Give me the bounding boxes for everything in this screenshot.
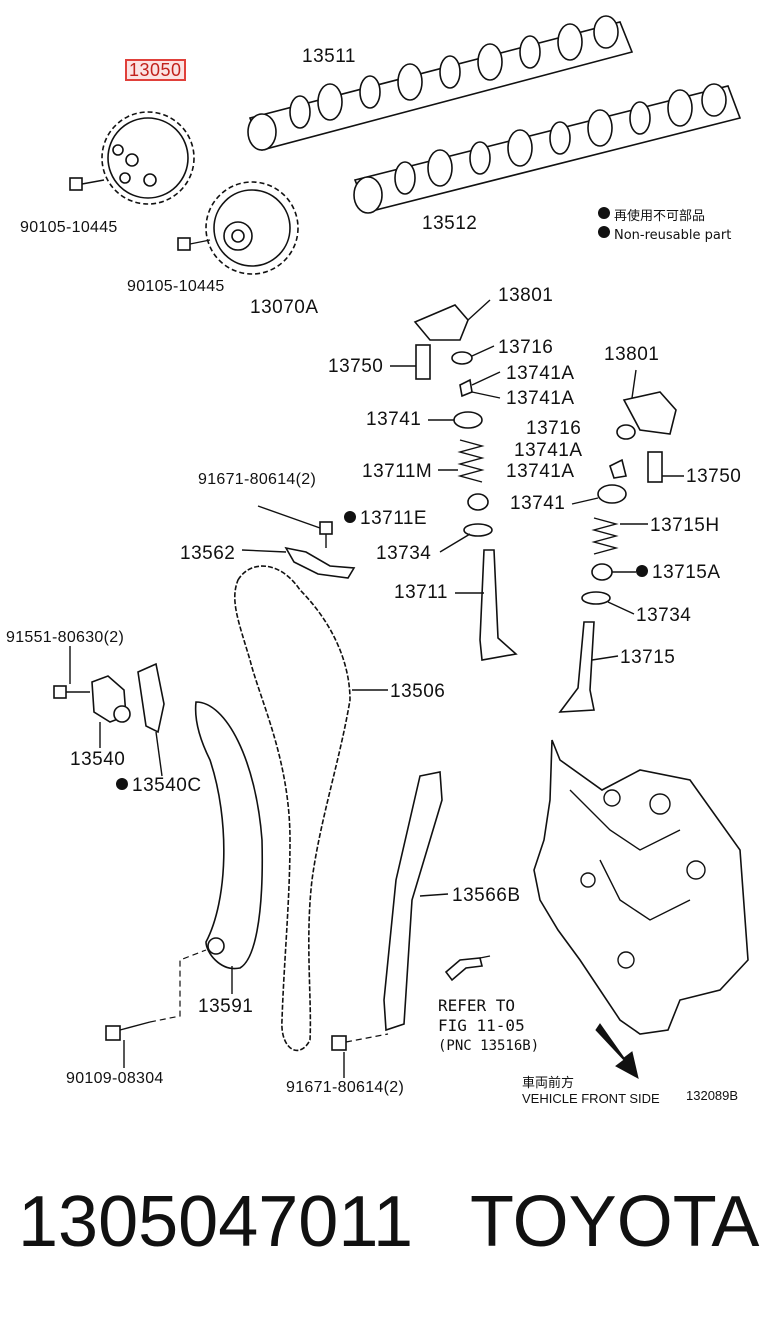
seal-13715a [591,563,636,581]
camshaft-13512 [353,83,742,214]
part-label-13734-b[interactable]: 13734 [636,605,692,626]
part-label-13801-a[interactable]: 13801 [498,285,554,306]
retainer-13741-a [428,411,483,429]
bolt-91671-a [257,505,333,548]
retainer-13741-b [571,484,627,505]
spring-13711m [438,439,485,483]
part-label-13711e[interactable]: 13711E [344,509,427,528]
bolt-90105-b [177,237,211,251]
shim-13716-a [451,345,495,365]
part-label-13716-a[interactable]: 13716 [498,337,554,358]
part-label-13750-b[interactable]: 13750 [686,466,742,487]
part-label-13741a-4[interactable]: 13741A [506,461,575,482]
part-label-13741-b[interactable]: 13741 [510,493,566,514]
non-reusable-dot-icon [636,565,648,577]
vehicle-front-arrow-icon [595,1023,639,1079]
part-label-13512[interactable]: 13512 [422,213,478,234]
part-label-13711[interactable]: 13711 [394,582,448,603]
part-label-13741a-1[interactable]: 13741A [506,363,575,384]
part-label-90105-b[interactable]: 90105-10445 [127,278,225,295]
part-label-90109[interactable]: 90109-08304 [66,1070,164,1087]
part-label-13562[interactable]: 13562 [180,543,236,564]
camshaft-13511 [247,15,634,151]
bolt-91551 [53,646,90,699]
chain-slipper-13591 [194,701,264,994]
footer-brand: TOYOTA [470,1182,760,1262]
timing-chain-13506 [233,565,388,1052]
non-reusable-dot-icon [116,778,128,790]
chain-guide-13566b [383,771,449,1032]
valve-13715 [558,621,619,713]
cam-timing-gear-13070a [205,181,299,275]
legend-en: Non-reusable part [598,226,731,243]
part-label-13540c[interactable]: 13540C [116,776,202,795]
part-label-13591[interactable]: 13591 [198,996,254,1017]
refer-note: REFER TO FIG 11-05 (PNC 13516B) [438,996,539,1056]
part-label-13070a[interactable]: 13070A [250,297,319,318]
seat-13734-a [439,523,493,553]
non-reusable-dot-icon [598,226,610,238]
refer-line-2: FIG 11-05 [438,1016,525,1035]
part-label-13750-a[interactable]: 13750 [328,356,384,377]
refer-line-3: (PNC 13516B) [438,1038,540,1054]
part-label-13716-b[interactable]: 13716 [526,418,582,439]
part-label-13506[interactable]: 13506 [390,681,446,702]
bolt-91671-b [331,1033,389,1078]
part-label-13715a[interactable]: 13715A [636,563,721,582]
part-label-13715[interactable]: 13715 [620,647,676,668]
vehicle-front-en: VEHICLE FRONT SIDE [522,1091,660,1106]
seat-13734-b [581,591,635,615]
bolt-90109 [105,949,207,1068]
footer-part-number: 1305047011 [18,1182,414,1262]
keeper-13741a-b [609,458,627,479]
cam-timing-gear-13050 [101,111,195,205]
part-label-91551[interactable]: 91551-80630(2) [6,629,125,646]
spring-13715h [591,517,648,555]
seal-13711e [467,493,489,511]
shim-13716-b [616,424,636,440]
part-label-91671-b[interactable]: 91671-80614(2) [286,1079,405,1096]
part-label-13540[interactable]: 13540 [70,749,126,770]
part-label-13711m[interactable]: 13711M [362,461,433,482]
valve-13711 [455,549,518,661]
non-reusable-dot-icon [598,207,610,219]
rocker-arm-13801-b [622,369,677,435]
vehicle-front-jp: 車両前方 [522,1075,575,1090]
part-label-91671-a[interactable]: 91671-80614(2) [198,471,317,488]
keeper-13741a-a [459,371,501,399]
part-label-13511[interactable]: 13511 [302,46,356,67]
bolt-90105-a [69,177,105,191]
part-label-13050[interactable]: 13050 [125,59,186,81]
part-label-13566b[interactable]: 13566B [452,885,521,906]
engine-block [444,739,749,1035]
lash-adjuster-13750-a [390,344,431,380]
part-label-13715h[interactable]: 13715H [650,515,720,536]
gasket-13540c [137,662,165,777]
part-label-13741a-2[interactable]: 13741A [506,388,575,409]
non-reusable-dot-icon [344,511,356,523]
part-label-90105-a[interactable]: 90105-10445 [20,219,118,236]
lash-adjuster-13750-b [647,451,684,483]
diagram-code: 132089B [686,1088,739,1103]
part-label-13734-a[interactable]: 13734 [376,543,432,564]
legend-jp: 再使用不可部品 [598,205,705,224]
guide-bracket-13562 [241,546,356,579]
part-label-13741-a[interactable]: 13741 [366,409,422,430]
part-label-13741a-3[interactable]: 13741A [514,440,583,461]
vehicle-front-label: 車両前方 VEHICLE FRONT SIDE [522,1075,660,1107]
rocker-arm-13801-a [413,299,491,341]
refer-line-1: REFER TO [438,996,516,1015]
part-label-13801-b[interactable]: 13801 [604,344,660,365]
chain-tensioner-13540 [91,675,131,748]
